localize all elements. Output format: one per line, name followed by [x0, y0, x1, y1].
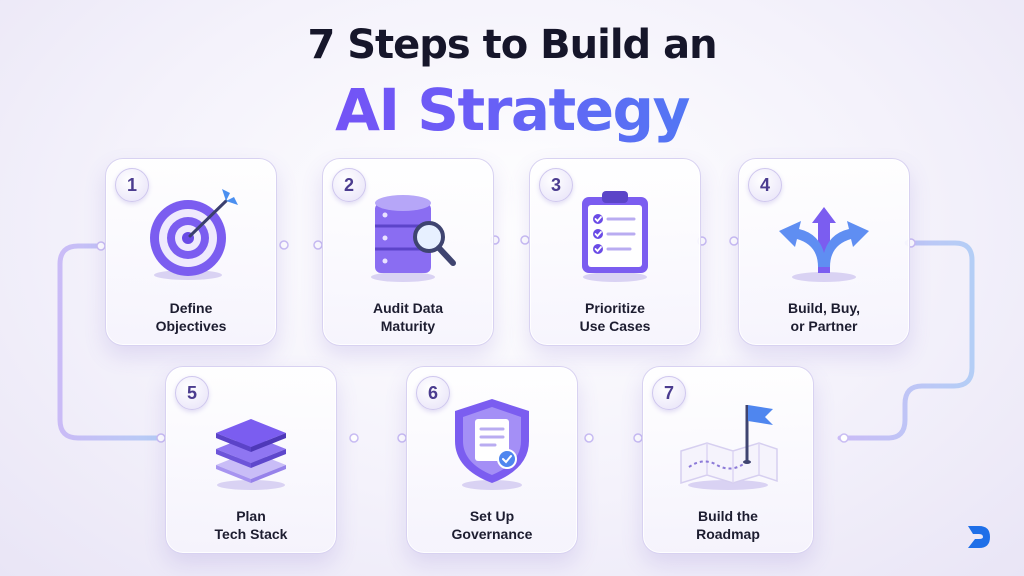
step-number-badge: 3 — [539, 168, 573, 202]
target-arrow-icon — [150, 189, 238, 280]
shield-document-icon — [455, 399, 529, 490]
step-label-line-2: Governance — [451, 526, 533, 542]
title-line-2: AI Strategy — [0, 76, 1024, 144]
database-magnifier-icon — [371, 195, 456, 282]
step-card-1: 1 Define Objectives — [105, 158, 277, 346]
step-number-badge: 7 — [652, 376, 686, 410]
step-label-line-2: Use Cases — [579, 318, 651, 334]
step-card-7: 7 Build the Roadmap — [642, 366, 814, 554]
step-label-line-1: Set Up — [469, 508, 515, 524]
step-card-2: 2 Audit Data Maturity — [322, 158, 494, 346]
clipboard-checklist-icon — [582, 191, 648, 282]
split-arrows-icon — [779, 207, 869, 282]
step-label-line-2: Tech Stack — [214, 526, 288, 542]
step-number-badge: 4 — [748, 168, 782, 202]
step-label: Build the Roadmap — [643, 507, 813, 543]
step-label-line-2: or Partner — [790, 318, 858, 334]
step-label: Define Objectives — [106, 299, 276, 335]
step-number-badge: 5 — [175, 376, 209, 410]
step-number-badge: 1 — [115, 168, 149, 202]
map-flag-icon — [680, 405, 778, 490]
step-label-line-2: Maturity — [380, 318, 436, 334]
step-label-line-1: Build, Buy, — [787, 300, 861, 316]
step-number-badge: 2 — [332, 168, 366, 202]
step-label: Prioritize Use Cases — [530, 299, 700, 335]
step-card-6: 6 Set Up Governance — [406, 366, 578, 554]
brand-d-logo — [968, 526, 990, 548]
step-label: Set Up Governance — [407, 507, 577, 543]
step-label-line-2: Objectives — [155, 318, 227, 334]
step-label-line-1: Define — [169, 300, 213, 316]
stacked-layers-icon — [216, 419, 286, 490]
title-line-1: 7 Steps to Build an — [307, 22, 717, 68]
step-label-line-1: Audit Data — [373, 300, 443, 316]
step-label-line-2: Roadmap — [696, 526, 760, 542]
step-label-line-1: Build the — [698, 508, 758, 524]
step-card-4: 4 Build, Buy, or Partner — [738, 158, 910, 346]
step-label-line-1: Plan — [236, 508, 266, 524]
step-label: Build, Buy, or Partner — [739, 299, 909, 335]
step-card-3: 3 Prioritize Use Cases — [529, 158, 701, 346]
step-label: Audit Data Maturity — [323, 299, 493, 335]
step-label-line-1: Prioritize — [585, 300, 645, 316]
step-label: Plan Tech Stack — [166, 507, 336, 543]
step-card-5: 5 Plan Tech Stack — [165, 366, 337, 554]
step-number-badge: 6 — [416, 376, 450, 410]
